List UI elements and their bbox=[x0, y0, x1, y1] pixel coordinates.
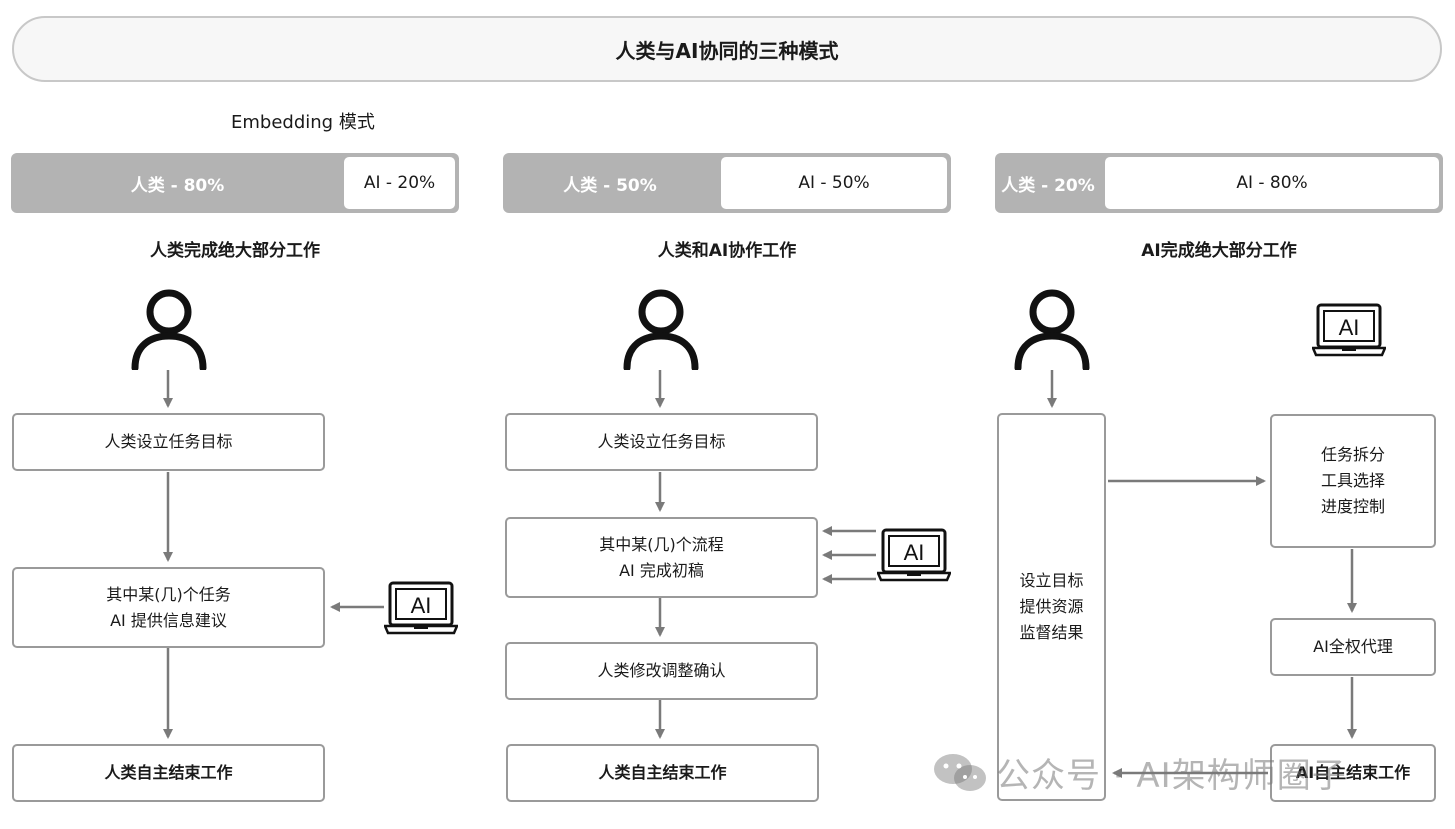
ratio-ai-col1: AI - 20% bbox=[344, 157, 455, 209]
step-text-line1: 其中某(几)个任务 bbox=[106, 584, 231, 604]
ratio-bar-col1: 人类 - 80% AI - 20% bbox=[11, 153, 459, 213]
step-ai-draft-col2: 其中某(几)个流程 AI 完成初稿 bbox=[505, 517, 818, 598]
box-text: AI全权代理 bbox=[1313, 637, 1393, 656]
box-text-line2: 工具选择 bbox=[1320, 471, 1385, 490]
step-text: 人类自主结束工作 bbox=[104, 763, 233, 782]
ai-laptop-icon: AI bbox=[877, 527, 951, 583]
box-text-line1: 任务拆分 bbox=[1320, 445, 1385, 464]
human-oversight-box-col3: 设立目标 提供资源 监督结果 bbox=[997, 413, 1106, 801]
ai-laptop-icon: AI bbox=[1312, 302, 1386, 358]
person-icon bbox=[130, 288, 208, 370]
step-text-line1: 其中某(几)个流程 bbox=[599, 534, 724, 554]
svg-text:AI: AI bbox=[1339, 315, 1360, 340]
wechat-icon bbox=[934, 753, 986, 791]
ai-proxy-box-col3: AI全权代理 bbox=[1270, 618, 1436, 676]
embedding-label: Embedding 模式 bbox=[231, 112, 375, 133]
ratio-ai-col2: AI - 50% bbox=[721, 157, 947, 209]
box-text-line3: 监督结果 bbox=[1019, 623, 1084, 642]
ai-finish-box-col3: AI自主结束工作 bbox=[1270, 744, 1436, 802]
step-text-line2: AI 提供信息建议 bbox=[110, 610, 227, 630]
person-icon bbox=[622, 288, 700, 370]
svg-text:AI: AI bbox=[904, 540, 925, 565]
ratio-human-col3: 人类 - 20% bbox=[1001, 175, 1095, 196]
step-text: 人类设立任务目标 bbox=[597, 432, 726, 451]
ratio-human-col1: 人类 - 80% bbox=[130, 175, 225, 196]
caption-col3: AI完成绝大部分工作 bbox=[1141, 241, 1297, 261]
step-text-line2: AI 完成初稿 bbox=[619, 560, 704, 580]
box-text-line2: 提供资源 bbox=[1019, 597, 1084, 616]
step-human-finish-col2: 人类自主结束工作 bbox=[506, 744, 819, 802]
box-text: AI自主结束工作 bbox=[1295, 763, 1411, 782]
ai-task-box-col3: 任务拆分 工具选择 进度控制 bbox=[1270, 414, 1436, 548]
ratio-bar-col3: 人类 - 20% AI - 80% bbox=[995, 153, 1443, 213]
step-text: 人类修改调整确认 bbox=[597, 661, 726, 680]
watermark: 公众号 · AI架构师圈子 bbox=[932, 748, 1347, 797]
caption-col1: 人类完成绝大部分工作 bbox=[150, 241, 320, 261]
step-text: 人类自主结束工作 bbox=[598, 763, 727, 782]
box-text-line3: 进度控制 bbox=[1320, 497, 1385, 516]
ratio-ai-col3: AI - 80% bbox=[1105, 157, 1439, 209]
caption-col2: 人类和AI协作工作 bbox=[657, 241, 797, 261]
ratio-bar-col2: 人类 - 50% AI - 50% bbox=[503, 153, 951, 213]
step-human-set-goal-col1: 人类设立任务目标 bbox=[12, 413, 325, 471]
ai-laptop-icon: AI bbox=[384, 580, 458, 636]
step-human-finish-col1: 人类自主结束工作 bbox=[12, 744, 325, 802]
step-human-set-goal-col2: 人类设立任务目标 bbox=[505, 413, 818, 471]
ratio-human-col2: 人类 - 50% bbox=[563, 175, 657, 196]
svg-text:AI: AI bbox=[411, 593, 432, 618]
step-human-revise-col2: 人类修改调整确认 bbox=[505, 642, 818, 700]
watermark-text: 公众号 · AI架构师圈子 bbox=[996, 756, 1347, 796]
step-ai-suggest-col1: 其中某(几)个任务 AI 提供信息建议 bbox=[12, 567, 325, 648]
box-text-line1: 设立目标 bbox=[1019, 571, 1084, 590]
diagram-title: 人类与AI协同的三种模式 bbox=[12, 16, 1442, 82]
person-icon bbox=[1013, 288, 1091, 370]
step-text: 人类设立任务目标 bbox=[104, 432, 233, 451]
